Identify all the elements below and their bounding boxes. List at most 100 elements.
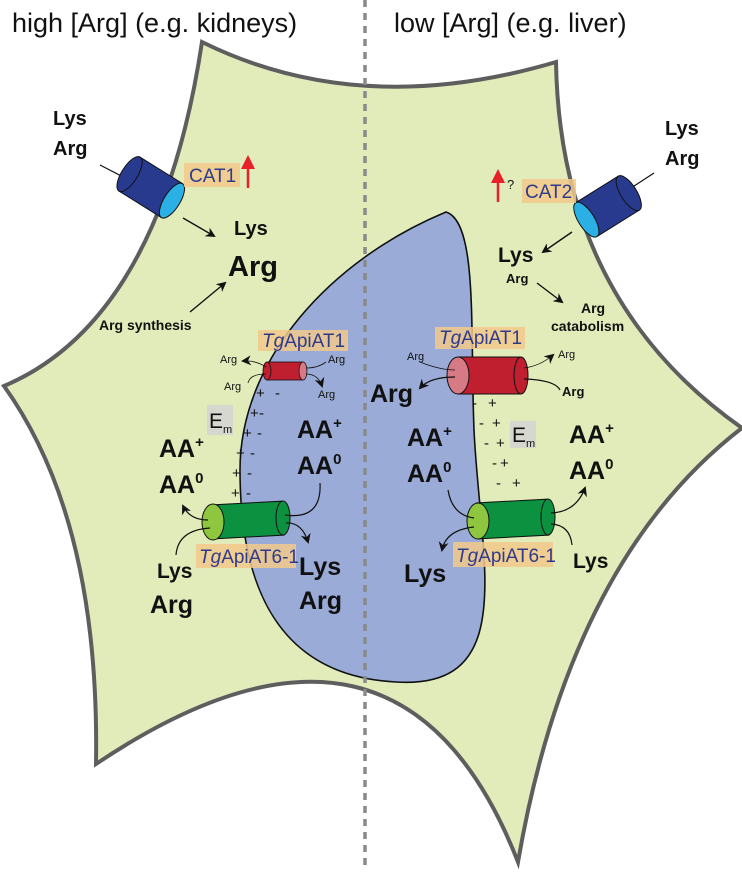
left-host-substrate-arg: Arg <box>150 591 193 619</box>
left-panel-title: high [Arg] (e.g. kidneys) <box>12 8 297 38</box>
svg-text:-: - <box>496 475 501 492</box>
svg-text:-: - <box>275 385 280 402</box>
arg-catabolism-label-1: Arg <box>581 300 605 316</box>
right-apiat1-parasite-input <box>419 361 456 371</box>
svg-text:+: + <box>236 445 245 462</box>
arg-catabolism-arrow <box>536 282 564 304</box>
right-apiat6-label: TgApiAT6-1 <box>456 546 556 567</box>
svg-text:-: - <box>246 485 251 502</box>
left-apiat1-arg-1: Arg <box>220 354 237 366</box>
svg-text:-: - <box>247 465 252 482</box>
right-cytosol-arg: Arg <box>506 271 528 286</box>
right-host-substrate-lys: Lys <box>573 550 608 573</box>
left-parasite-aa-neutral: AA0 <box>297 451 341 480</box>
cat2-label-box <box>522 179 576 203</box>
svg-text:-: - <box>484 435 489 452</box>
right-apiat6-efflux-arrow <box>550 486 587 514</box>
svg-text:+: + <box>500 455 509 472</box>
left-apiat1-host-input <box>247 373 267 384</box>
cat2-uncertainty-mark: ? <box>507 177 514 192</box>
svg-text:+: + <box>492 415 501 432</box>
svg-text:+: + <box>250 405 259 422</box>
right-cat-import-arrow <box>541 231 573 254</box>
left-extracellular-arg: Arg <box>53 138 87 160</box>
right-apiat1-efflux-arrow <box>523 353 555 369</box>
right-parasite-aa-neutral: AA0 <box>407 459 451 488</box>
left-host-substrate-lys: Lys <box>157 560 192 583</box>
left-apiat6-transporter <box>201 500 291 541</box>
left-apiat1-arg-3: Arg <box>328 354 345 366</box>
right-parasite-aa-cation: AA+ <box>407 423 452 452</box>
left-apiat1-transporter <box>262 361 308 381</box>
svg-text:-: - <box>472 395 477 412</box>
arg-synthesis-arrow <box>189 281 227 313</box>
right-apiat1-label-box <box>435 327 525 349</box>
left-apiat1-arg-2: Arg <box>224 381 241 393</box>
right-apiat6-parasite-input <box>447 489 475 519</box>
right-apiat1-import-arrow <box>418 376 456 390</box>
left-apiat6-label: TgApiAT6-1 <box>199 547 299 568</box>
left-apiat6-parasite-input <box>284 482 321 517</box>
svg-text:-: - <box>479 415 484 432</box>
cat2-upregulation-arrow-icon <box>491 169 505 202</box>
svg-text:+: + <box>232 465 241 482</box>
left-apiat1-efflux-arrow <box>241 355 267 368</box>
arg-catabolism-label-2: catabolism <box>551 318 624 334</box>
right-cytosol-lys: Lys <box>498 244 533 267</box>
right-host-aa-neutral: AA0 <box>569 456 613 485</box>
right-apiat6-import-arrow <box>438 526 475 552</box>
left-cytosol-lys: Lys <box>234 218 268 240</box>
right-apiat1-arg-1: Arg <box>407 351 424 363</box>
left-parasite-aa-cation: AA+ <box>297 415 342 444</box>
left-membrane-charges: + + + + + + - - - - - - <box>231 385 280 502</box>
arg-synthesis-label: Arg synthesis <box>99 317 192 333</box>
svg-text:+: + <box>488 395 497 412</box>
right-apiat1-host-input <box>523 378 561 391</box>
left-cytosol-arg: Arg <box>228 251 278 283</box>
right-em-label: Em <box>512 424 535 450</box>
right-membrane-charges: + + + + + - - - - - <box>472 395 521 492</box>
cat1-upregulation-arrow-icon <box>241 155 255 188</box>
left-apiat1-label: TgApiAT1 <box>262 331 345 352</box>
left-apiat6-efflux-arrow <box>182 504 209 521</box>
svg-text:-: - <box>250 445 255 462</box>
svg-text:+: + <box>243 425 252 442</box>
right-apiat6-host-input <box>550 523 573 546</box>
svg-text:+: + <box>256 385 265 402</box>
right-apiat1-transporter <box>446 356 529 395</box>
left-cat-import-arrow <box>182 217 216 238</box>
cat1-label-box <box>184 163 240 187</box>
left-apiat1-label-box <box>258 330 348 351</box>
cat2-label: CAT2 <box>525 182 572 203</box>
cat1-label: CAT1 <box>189 166 236 187</box>
right-apiat6-transporter <box>466 498 556 540</box>
cat1-transporter <box>116 156 186 219</box>
right-extracellular-lys: Lys <box>665 118 699 140</box>
left-host-aa-neutral: AA0 <box>159 470 203 499</box>
left-em-label: Em <box>209 410 232 436</box>
right-apiat1-arg-3: Arg <box>562 384 584 399</box>
cat2-transporter <box>573 175 642 238</box>
svg-text:+: + <box>231 485 240 502</box>
right-extracellular-arg: Arg <box>665 148 699 170</box>
right-panel-title: low [Arg] (e.g. liver) <box>394 8 627 38</box>
left-apiat6-import-arrow <box>285 522 311 544</box>
right-apiat1-arg-2: Arg <box>558 349 575 361</box>
left-apiat6-label-box <box>196 544 296 568</box>
right-apiat1-label: TgApiAT1 <box>439 328 522 349</box>
left-apiat1-parasite-input <box>305 361 327 369</box>
right-em-box <box>510 421 536 448</box>
left-apiat6-host-input <box>175 527 211 556</box>
right-apiat6-label-box <box>453 542 553 567</box>
left-apiat1-import-arrow <box>305 373 325 388</box>
svg-text:-: - <box>259 405 264 422</box>
left-parasite-product-arg: Arg <box>299 587 342 615</box>
right-parasite-product-lys: Lys <box>404 560 446 588</box>
left-extracellular-lys: Lys <box>53 108 87 130</box>
svg-text:+: + <box>496 435 505 452</box>
right-host-aa-cation: AA+ <box>569 420 614 449</box>
right-apiat1-parasite-product: Arg <box>370 380 413 408</box>
left-parasite-product-lys: Lys <box>299 553 341 581</box>
